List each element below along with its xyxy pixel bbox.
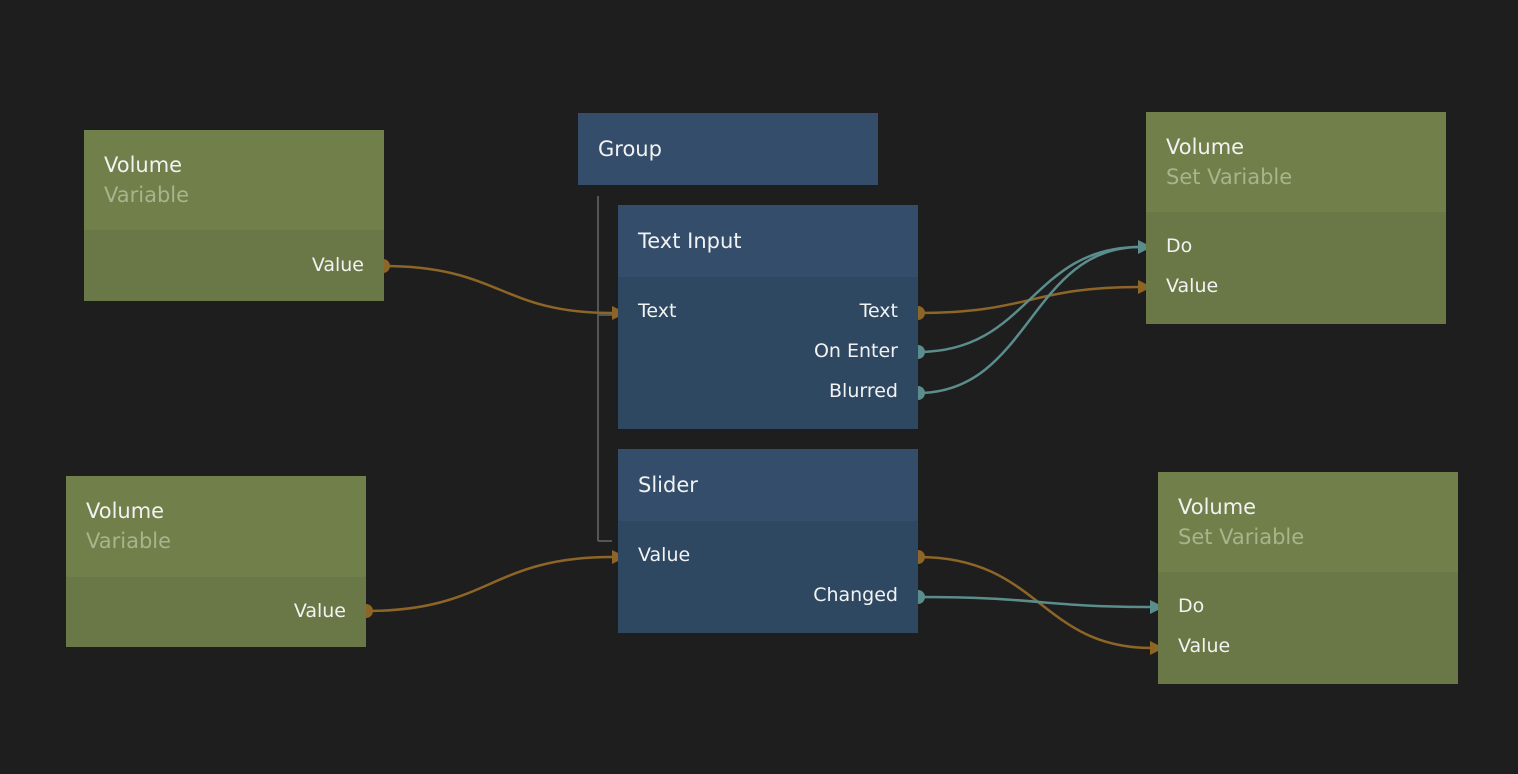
wire-textinput-onenter-to-setvar1-do[interactable] [917, 245, 1141, 354]
port-value-output[interactable]: Value [311, 254, 364, 276]
node-title: Volume [1178, 495, 1257, 519]
wire-slider-value-to-setvar2-value[interactable] [917, 555, 1153, 650]
wire-var2-value-to-slider-value[interactable] [365, 555, 613, 613]
slider-node[interactable]: Slider Value Changed [618, 449, 918, 633]
node-title: Group [598, 137, 662, 161]
port-value-output[interactable]: Value [293, 600, 346, 622]
node-title: Volume [1166, 135, 1245, 159]
port-blurred-output[interactable]: Blurred [829, 380, 898, 402]
node-type: Set Variable [1166, 165, 1293, 189]
wire-textinput-text-to-setvar1-value[interactable] [917, 285, 1141, 315]
wire-var1-value-to-textinput-text[interactable] [382, 264, 613, 315]
node-title: Text Input [638, 229, 742, 253]
wire-textinput-blurred-to-setvar1-do[interactable] [917, 245, 1141, 395]
node-type: Variable [104, 183, 190, 207]
node-type: Set Variable [1178, 525, 1305, 549]
group-node[interactable]: Group [578, 113, 878, 185]
port-text-output[interactable]: Text [859, 300, 898, 322]
port-changed-output[interactable]: Changed [813, 584, 898, 606]
port-do-input[interactable]: Do [1178, 595, 1205, 617]
node-title: Volume [86, 499, 165, 523]
variable-node[interactable]: Volume Variable Value [84, 130, 384, 301]
node-title: Slider [638, 473, 698, 497]
set-variable-node[interactable]: Volume Set Variable Do Value [1146, 112, 1446, 324]
wire-slider-changed-to-setvar2-do[interactable] [917, 595, 1153, 609]
port-value-input[interactable]: Value [1178, 635, 1231, 657]
node-type: Variable [86, 529, 172, 553]
port-do-input[interactable]: Do [1166, 235, 1193, 257]
port-value-input[interactable]: Value [638, 544, 691, 566]
text-input-node[interactable]: Text Input Text Text On Enter Blurred [618, 205, 918, 429]
node-title: Volume [104, 153, 183, 177]
port-value-input[interactable]: Value [1166, 275, 1219, 297]
port-text-input[interactable]: Text [638, 300, 677, 322]
set-variable-node[interactable]: Volume Set Variable Do Value [1158, 472, 1458, 684]
variable-node[interactable]: Volume Variable Value [66, 476, 366, 647]
port-on-enter-output[interactable]: On Enter [813, 340, 898, 362]
